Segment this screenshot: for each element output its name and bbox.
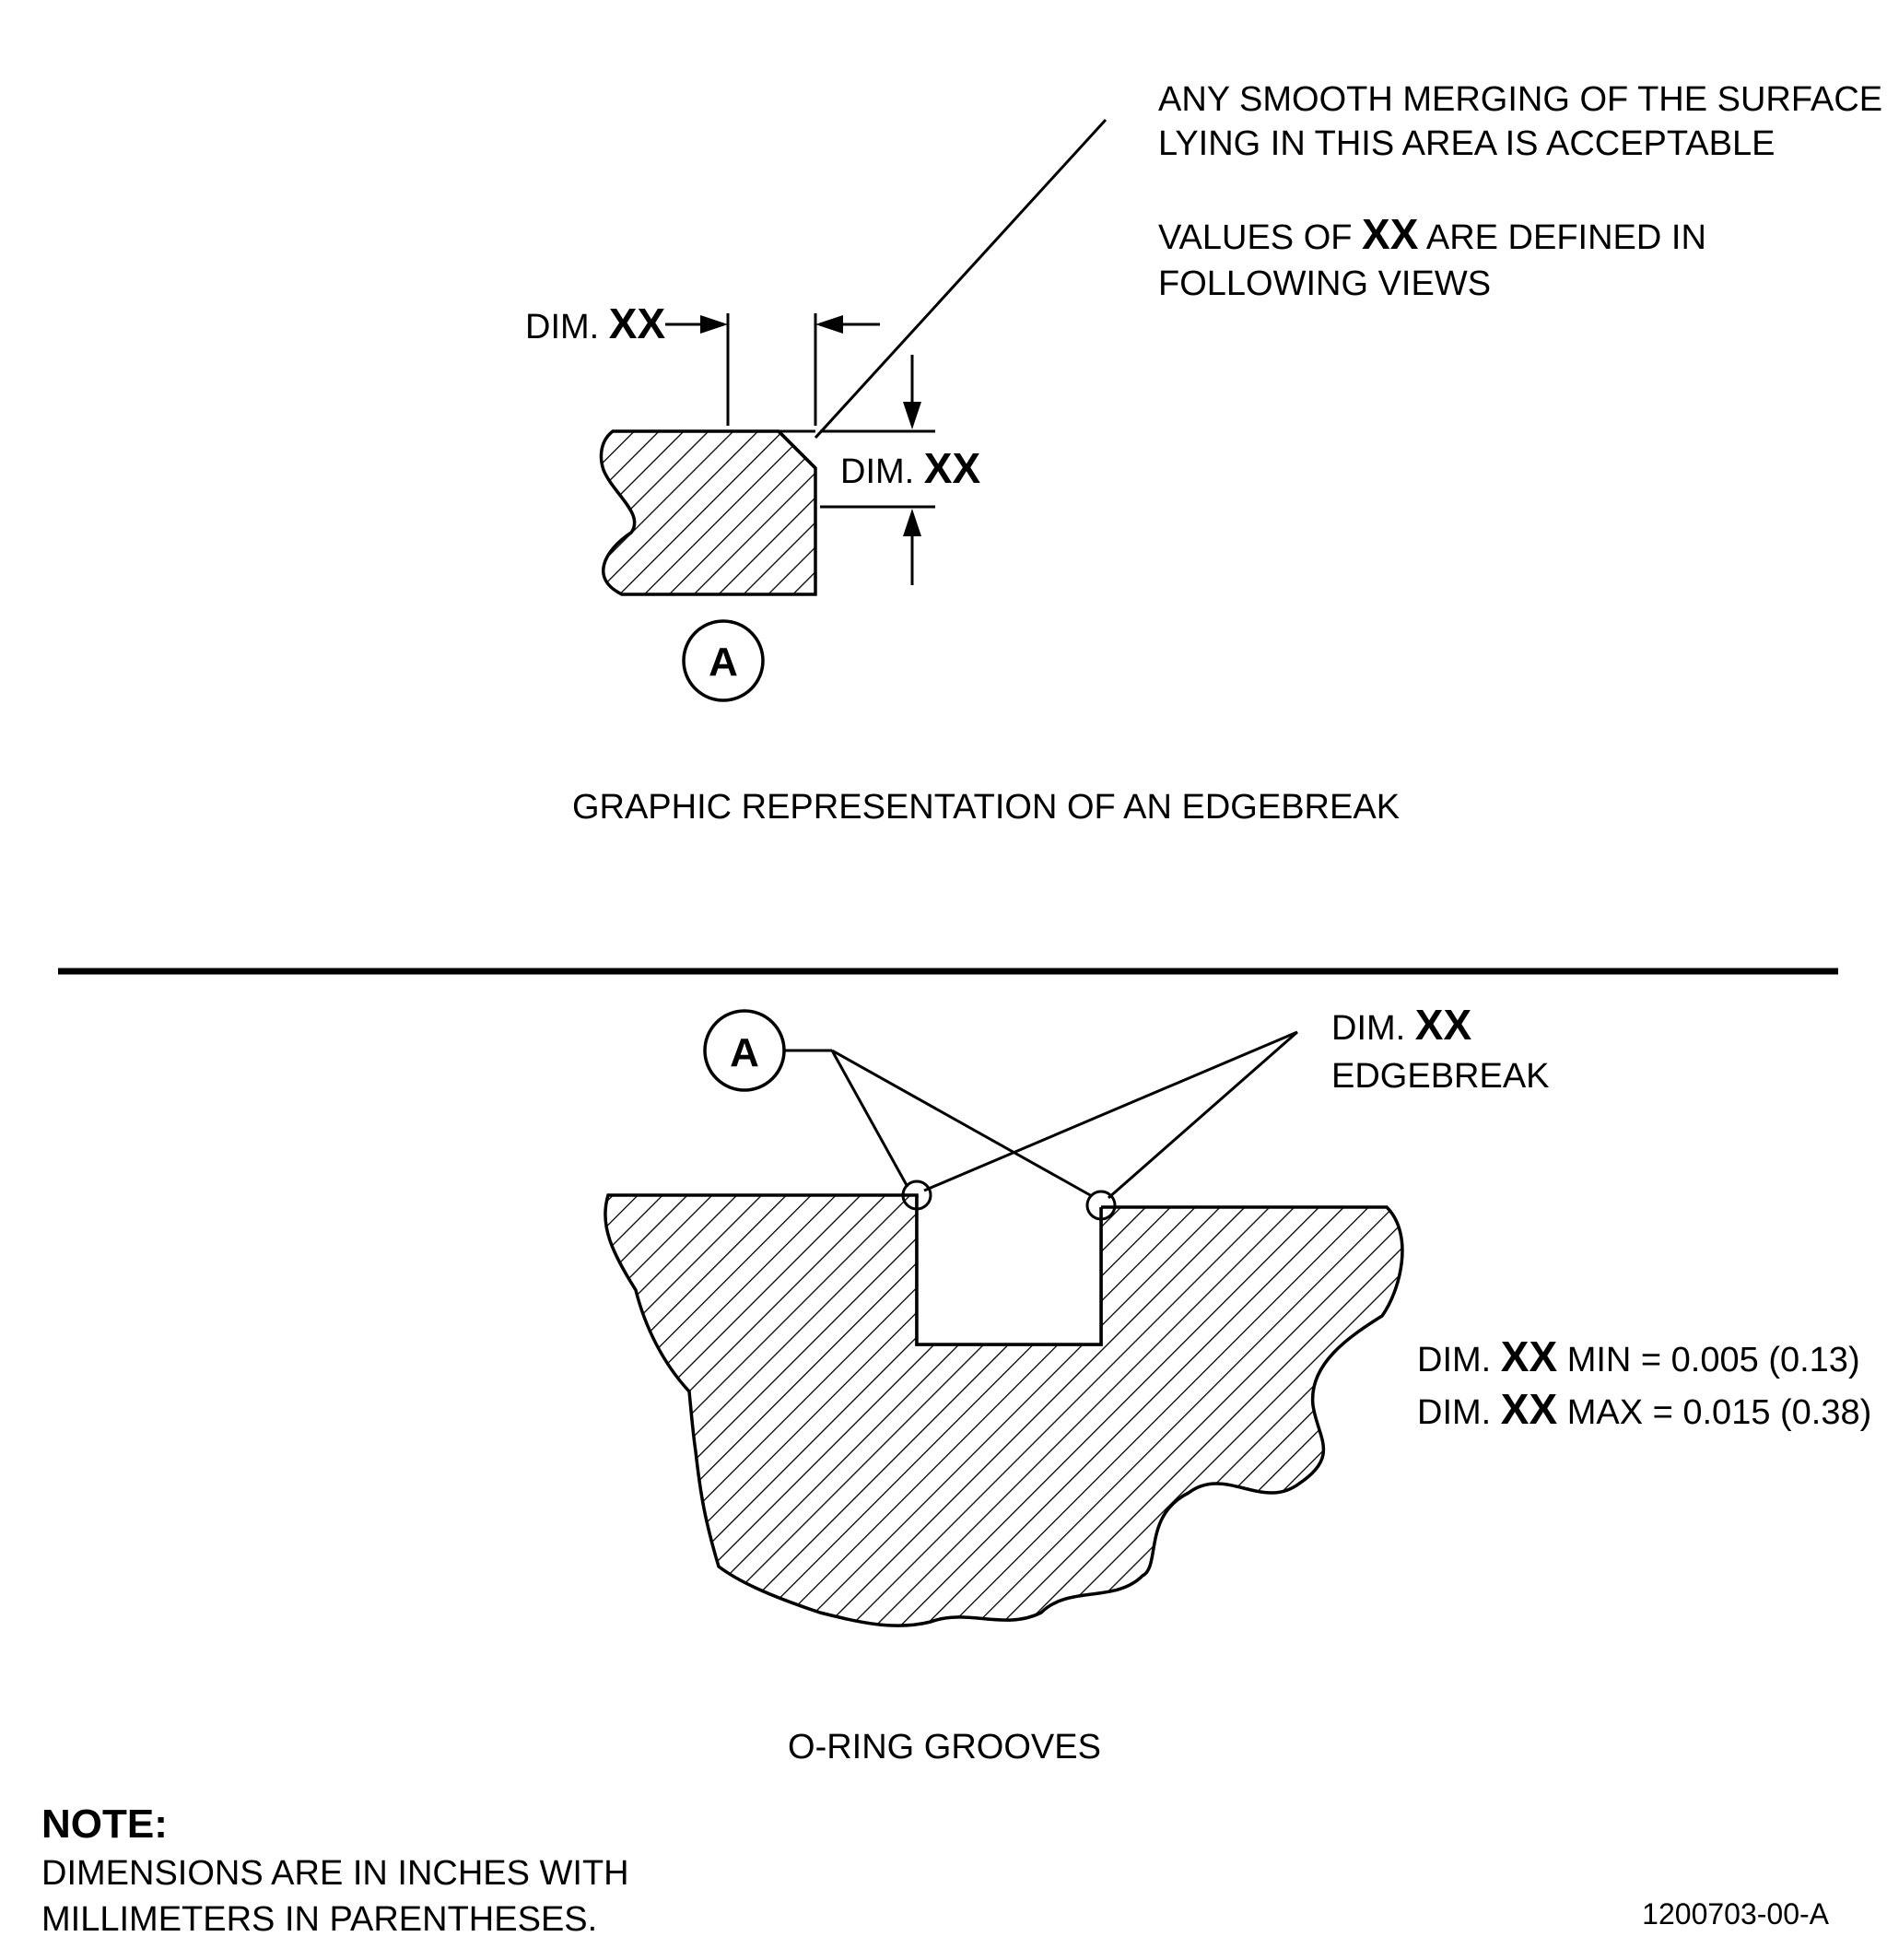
top-view-caption: GRAPHIC REPRESENTATION OF AN EDGEBREAK: [572, 788, 1400, 827]
edgebreak-circle-right: [1085, 1190, 1117, 1221]
top-edgebreak-view: ANY SMOOTH MERGING OF THE SURFACE LYING …: [525, 80, 1882, 827]
values-note-line2: FOLLOWING VIEWS: [1158, 264, 1491, 303]
dim-min-spec: DIM. XX MIN = 0.005 (0.13): [1417, 1332, 1860, 1380]
note-line2: MILLIMETERS IN PARENTHESES.: [41, 1900, 597, 1939]
oring-part-section: [604, 1193, 1404, 1627]
detail-a-label-top: A: [709, 640, 738, 685]
dimensions-note: NOTE: DIMENSIONS ARE IN INCHES WITH MILL…: [41, 1802, 629, 1939]
dim-v-label: DIM. XX: [840, 444, 980, 492]
dim-h-arrow-right-icon: [815, 315, 843, 334]
detail-a-label-bottom: A: [730, 1030, 759, 1075]
detail-a-leader-right: [831, 1049, 1093, 1198]
edgebreak-circle-left: [901, 1180, 932, 1211]
bottom-oring-view: A DIM. XX EDGEBREAK DIM. XX MIN = 0.005 …: [604, 1001, 1871, 1766]
acceptable-area-note-line1: ANY SMOOTH MERGING OF THE SURFACE: [1158, 80, 1882, 119]
edgebreak-callout-line1: DIM. XX: [1331, 1001, 1471, 1049]
edgebreak-leader-left: [923, 1030, 1298, 1192]
detail-a-marker-top: [682, 619, 765, 702]
edgebreak-leader-right: [1108, 1030, 1298, 1200]
chamfer-edge: [777, 429, 817, 470]
acceptable-area-leader: [814, 118, 1108, 440]
dim-max-spec: DIM. XX MAX = 0.015 (0.38): [1417, 1385, 1871, 1433]
acceptable-area-note-line2: LYING IN THIS AREA IS ACCEPTABLE: [1158, 124, 1775, 163]
oring-groove-outline: [915, 1195, 1103, 1346]
bottom-view-caption: O-RING GROOVES: [788, 1728, 1101, 1766]
oring-groove: [917, 1198, 1101, 1344]
figure-id: 1200703-00-A: [1642, 1897, 1829, 1931]
dim-v-arrow-bottom-icon: [903, 509, 921, 536]
detail-a-leader-left: [830, 1050, 909, 1188]
top-part-section: [599, 429, 817, 596]
dim-v-arrow-top-icon: [903, 402, 921, 429]
values-note-line1: VALUES OF XX ARE DEFINED IN: [1158, 210, 1706, 258]
dim-h-arrow-left-icon: [700, 315, 728, 334]
dim-h-label: DIM. XX: [525, 299, 665, 347]
edgebreak-callout-line2: EDGEBREAK: [1331, 1057, 1550, 1096]
note-line1: DIMENSIONS ARE IN INCHES WITH: [41, 1854, 629, 1893]
note-heading: NOTE:: [41, 1802, 168, 1847]
